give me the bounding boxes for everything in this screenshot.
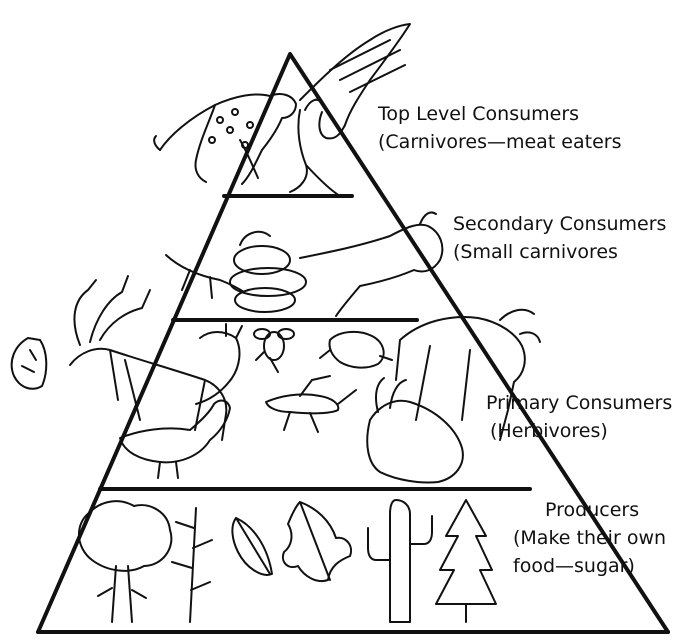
lizard-icon [165, 254, 245, 299]
level-subtitle: food—sugar) [513, 555, 635, 577]
grasshopper-icon [265, 375, 357, 433]
level-title: Producers [545, 499, 640, 521]
label-secondary-consumers: Secondary Consumers (Small carnivores [453, 210, 666, 266]
plant-icon [171, 507, 213, 623]
pine-tree-icon [435, 499, 497, 623]
rabbit-icon-top [289, 98, 341, 197]
leaf-icon [231, 517, 273, 576]
leopard-icon [153, 93, 297, 185]
doe-icon [195, 323, 243, 405]
weasel-icon [299, 211, 444, 317]
level-title: Secondary Consumers [453, 213, 667, 235]
eagle-icon [299, 23, 411, 140]
snake-icon [229, 230, 307, 313]
oak-leaf-icon [282, 501, 352, 582]
wildebeest-icon [395, 308, 541, 441]
level-title: Top Level Consumers [378, 103, 580, 125]
label-primary-consumers: Primary Consumers (Herbivores) [486, 389, 672, 445]
level-subtitle: (Make their own [513, 527, 667, 549]
label-producers: Producers (Make their own food—sugar) [513, 496, 666, 580]
duck-icon [119, 399, 231, 479]
fly-icon [253, 328, 295, 373]
level-title: Primary Consumers [486, 392, 673, 414]
level-subtitle: (Small carnivores [453, 241, 618, 263]
rabbit-icon [366, 377, 464, 484]
cactus-icon [367, 499, 433, 623]
frog-icon [319, 330, 393, 369]
label-top-level-consumers: Top Level Consumers (Carnivores—meat eat… [378, 100, 621, 156]
butterfly-icon [10, 337, 48, 390]
deer-icon [69, 275, 228, 441]
level-subtitle: (Carnivores—meat eaters [378, 131, 622, 153]
level-subtitle: (Herbivores) [490, 420, 608, 442]
tree-icon [77, 500, 173, 623]
